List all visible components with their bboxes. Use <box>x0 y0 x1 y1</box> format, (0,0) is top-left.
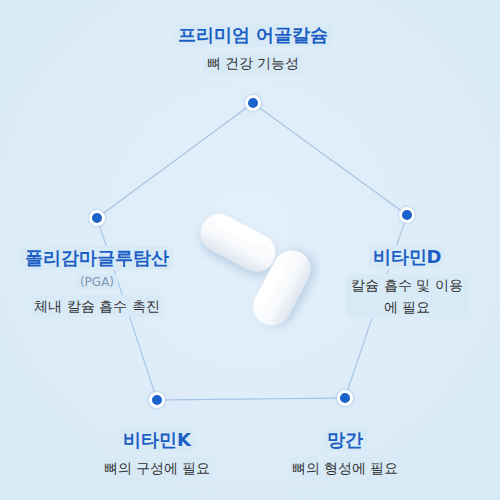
label-group: 비타민D 칼슘 흡수 및 이용에 필요 <box>346 245 468 318</box>
label-group: 프리미엄 어골칼슘뼈 건강 기능성 <box>153 23 353 74</box>
text-row: 칼슘 흡수 및 이용에 필요 <box>346 274 468 318</box>
pentagon-line <box>259 108 400 211</box>
description-text: 뼈의 형성에 필요 <box>288 457 403 479</box>
description-text: 체내 칼슘 흡수 촉진 <box>30 295 163 317</box>
abbreviation-note: (PGA) <box>76 274 118 290</box>
text-row: (PGA) <box>9 274 185 290</box>
description-text: 뼈의 구성에 필요 <box>100 457 215 479</box>
vertex-dot: 비타민K뼈의 구성에 필요 <box>149 392 165 408</box>
description-text: 뼈 건강 기능성 <box>203 52 304 74</box>
vertex-dot: 프리미엄 어골칼슘뼈 건강 기능성 <box>245 95 261 111</box>
ingredient-title: 망간 <box>323 428 367 452</box>
capsule-pill <box>246 244 317 332</box>
text-row: 뼈의 형성에 필요 <box>270 457 420 479</box>
vertex-dot: 망간뼈의 형성에 필요 <box>337 390 353 406</box>
vertex-dot: 비타민D칼슘 흡수 및 이용에 필요 <box>399 207 415 223</box>
label-group: 비타민K 뼈의 구성에 필요 <box>82 428 232 479</box>
pentagon-line <box>103 108 246 214</box>
ingredient-title: 프리미엄 어골칼슘 <box>174 23 332 47</box>
text-row: 비타민K <box>82 428 232 452</box>
text-row: 뼈 건강 기능성 <box>153 52 353 74</box>
text-row: 폴리감마글루탐산 <box>9 246 185 270</box>
ingredient-title: 비타민K <box>119 428 195 452</box>
text-row: 체내 칼슘 흡수 촉진 <box>9 295 185 317</box>
label-group: 망간뼈의 형성에 필요 <box>270 428 420 479</box>
capsule-pill <box>194 207 282 278</box>
text-row: 비타민D <box>346 245 468 269</box>
pentagon-line <box>165 398 337 400</box>
text-row: 망간 <box>270 428 420 452</box>
ingredient-title: 폴리감마글루탐산 <box>21 246 173 270</box>
vertex-dot: 폴리감마글루탐산(PGA)체내 칼슘 흡수 촉진 <box>89 210 105 226</box>
text-row: 프리미엄 어골칼슘 <box>153 23 353 47</box>
text-row: 뼈의 구성에 필요 <box>82 457 232 479</box>
ingredient-title: 비타민D <box>369 245 446 269</box>
label-group: 폴리감마글루탐산 (PGA) 체내 칼슘 흡수 촉진 <box>9 246 185 317</box>
description-text: 칼슘 흡수 및 이용에 필요 <box>346 274 468 318</box>
